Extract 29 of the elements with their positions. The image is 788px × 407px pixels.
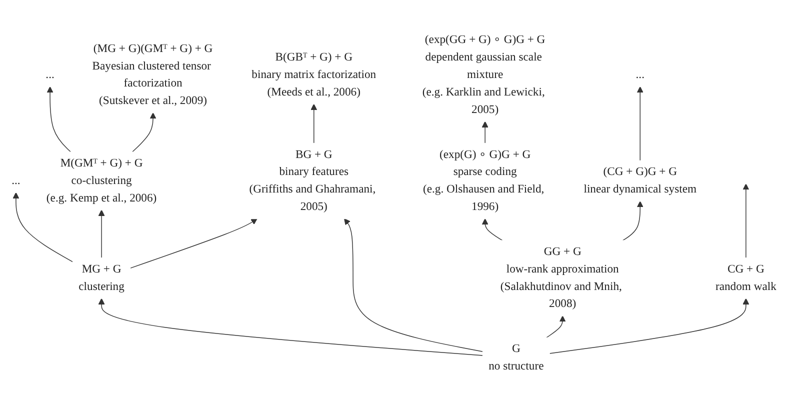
node-text: B(GBᵀ + G) + G binary matrix factorization (Meeds et al., 2006) [252,51,376,98]
arrow [46,86,72,152]
node-text: ... [12,174,20,187]
arrow [622,201,644,241]
node-text: GG + G low-rank approximation (Salakhutdinov and Mnih, 2008) [500,246,622,310]
node-text: M(GMᵀ + G) + G co-clustering (e.g. Kemp et al., 2006) [46,157,157,204]
node-text: MG + G clustering [78,262,124,293]
arrow [344,218,484,352]
arrow [546,316,566,338]
arrow [482,121,488,144]
arrow [310,104,318,144]
arrow [636,86,644,162]
arrow [549,298,750,354]
node-text: (MG + G)(GMᵀ + G) + G Bayesian clustered tensor factorization (Sutskever et al., 2009) [92,42,213,108]
node-text: CG + G random walk [715,262,776,293]
node-text: BG + G binary features (Griffiths and Ghahramani, 2005) [249,148,376,213]
arrow [12,192,74,262]
arrow [98,210,105,258]
arrow [482,218,503,241]
arrow [742,184,750,258]
node-text: (exp(GG + G) ∘ G)G + G dependent gaussian scale mixture (e.g. Karklin and Lewicki, 2005) [422,34,546,116]
node-text: (exp(G) ∘ G)G + G sparse coding (e.g. Olshausen and Field, 1996) [423,148,544,213]
node-text: G no structure [488,342,544,373]
node-text: ... [46,68,54,81]
node-text: ... [636,68,644,81]
node-text: (CG + G)G + G linear dynamical system [584,166,697,196]
arrow [132,112,156,152]
arrow [130,218,258,269]
arrow [98,298,484,356]
